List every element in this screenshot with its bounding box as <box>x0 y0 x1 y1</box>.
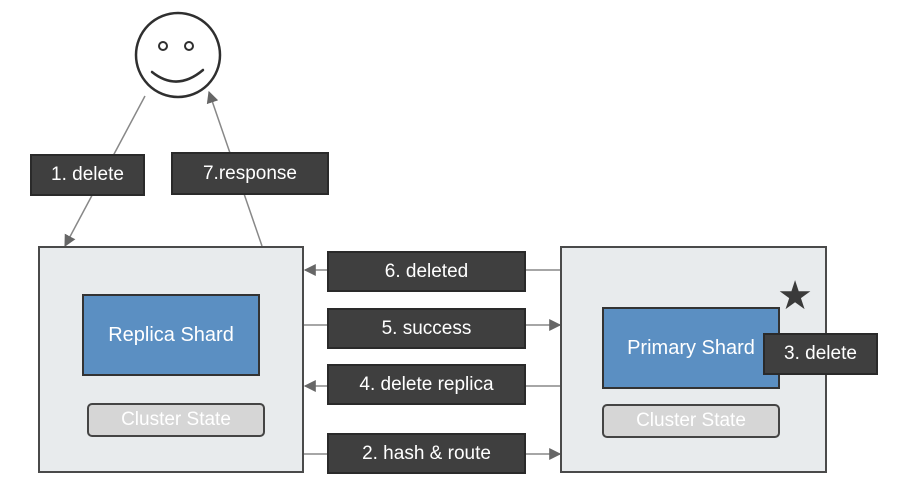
step-success-label: 5. success <box>327 308 526 349</box>
smiley-face-icon <box>134 11 222 99</box>
step-response-label: 7.response <box>171 152 329 195</box>
replica-cluster-state: Cluster State <box>87 403 265 437</box>
step-deleted-label: 6. deleted <box>327 251 526 292</box>
step-delete-label: 1. delete <box>30 154 145 196</box>
replica-shard: Replica Shard <box>82 294 260 376</box>
primary-shard: Primary Shard <box>602 307 780 389</box>
step-primary-delete-label: 3. delete <box>763 333 878 375</box>
step-hash-route-label: 2. hash & route <box>327 433 526 474</box>
step-delete-replica-label: 4. delete replica <box>327 364 526 405</box>
star-icon: ★ <box>777 273 813 319</box>
primary-cluster-state: Cluster State <box>602 404 780 438</box>
